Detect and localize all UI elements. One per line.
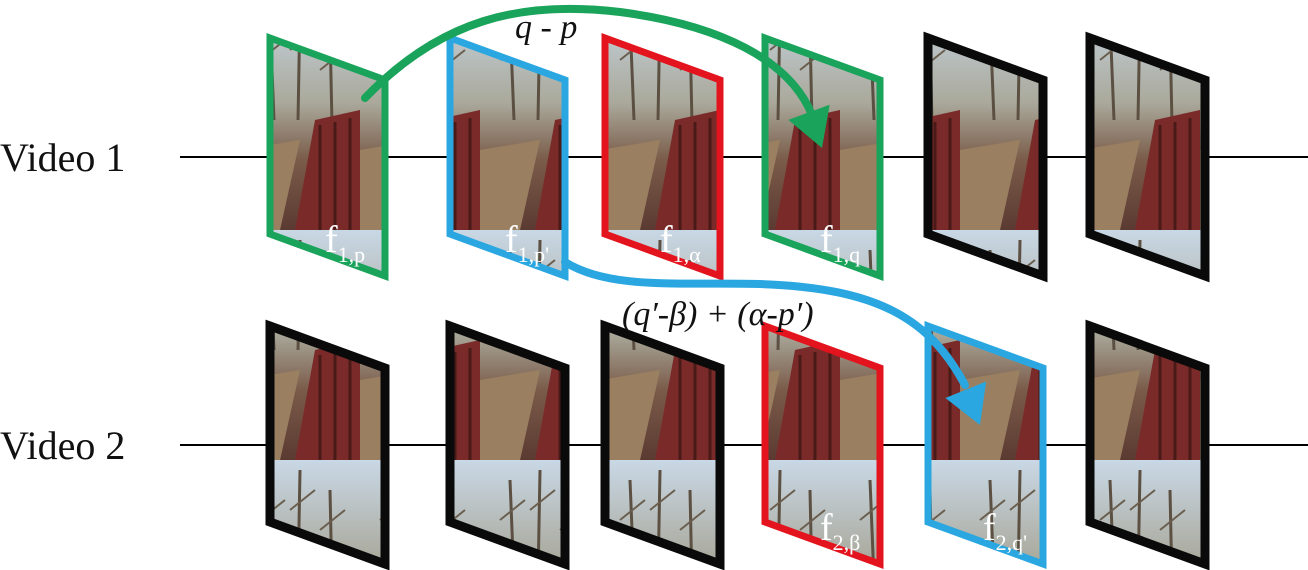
- frame-2-6: [1085, 319, 1210, 570]
- frame-2-4: [761, 320, 884, 570]
- frame-1-1: [266, 32, 389, 282]
- frame-label-1-2: f1,p': [505, 219, 549, 267]
- blue-arrow-label: (q′-β) + (α-p′): [622, 296, 814, 333]
- row-label-1: Video 1: [0, 135, 125, 180]
- green-offset-arrow: [361, 4, 816, 119]
- frame-2-1: [265, 319, 390, 570]
- blue-offset-arrow: [561, 258, 969, 389]
- frame-1-4: [761, 32, 884, 282]
- frame-label-1-3: f1,α: [660, 219, 701, 267]
- row-label-2: Video 2: [0, 423, 125, 468]
- frame-label-1-4: f1,q: [820, 219, 860, 267]
- green-arrow-label: q - p: [515, 9, 577, 46]
- arrows-layer: [361, 4, 987, 425]
- blue-arrowhead: [945, 381, 987, 425]
- frame-1-5: [923, 31, 1048, 283]
- green-arrowhead: [788, 104, 830, 148]
- frames-layer: f1,p f1,p' f1,α f1,q f2,β f2,q': [265, 31, 1210, 570]
- frame-label-1-1: f1,p: [325, 219, 365, 267]
- frame-label-2-4: f2,β: [820, 507, 860, 555]
- labels-layer: Video 1 Video 2 q - p (q′-β) + (α-p′): [0, 9, 814, 468]
- frame-2-5: [924, 320, 1047, 570]
- frame-2-3: [600, 319, 725, 570]
- frame-1-6: [1085, 31, 1210, 283]
- frame-2-2: [445, 319, 570, 570]
- frame-1-3: [601, 32, 724, 282]
- frame-label-2-5: f2,q': [983, 507, 1027, 555]
- frame-1-2: [446, 32, 569, 282]
